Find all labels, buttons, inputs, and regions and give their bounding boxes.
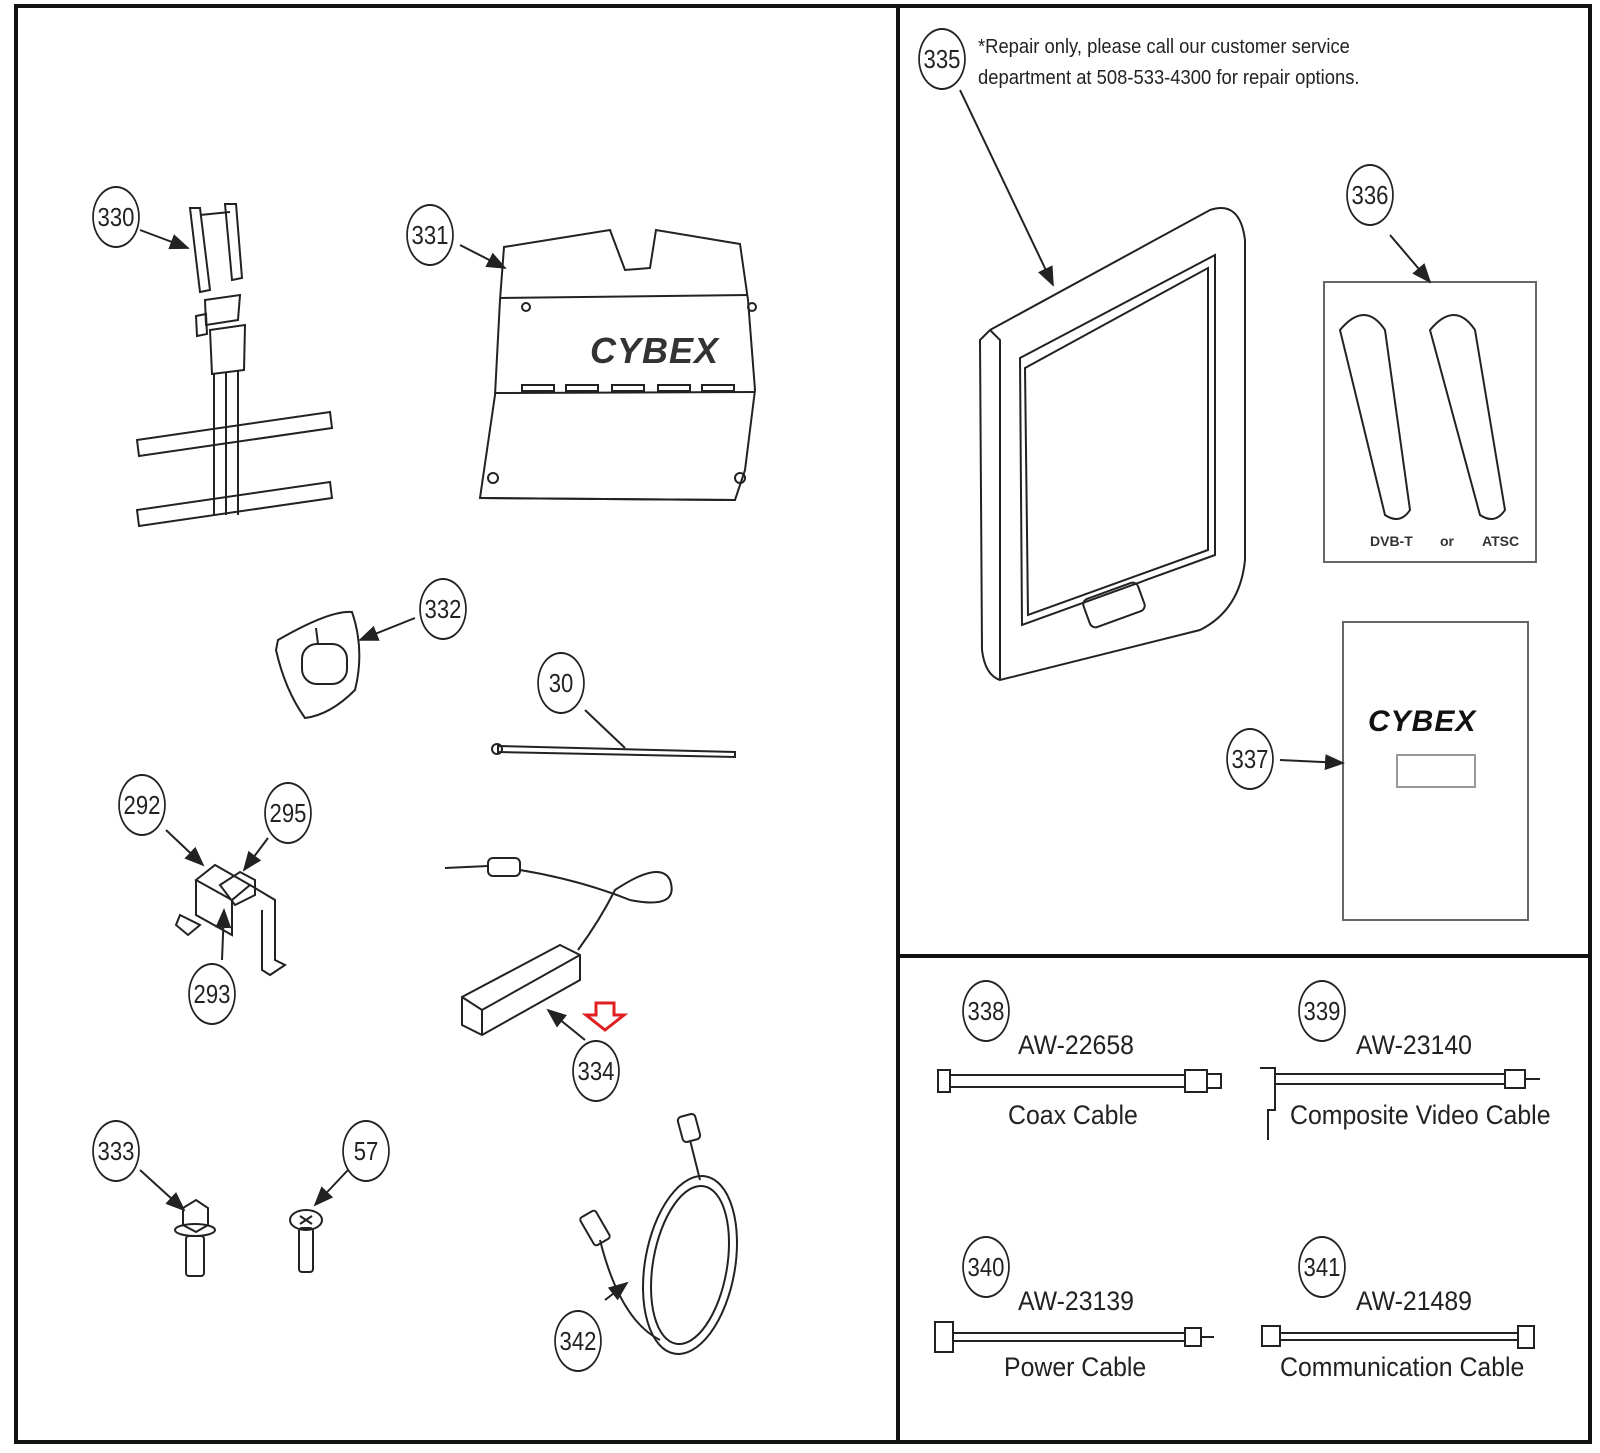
part-number-340: AW-23139 [1018, 1286, 1134, 1316]
callout-338[interactable]: 338 [962, 980, 1010, 1042]
cable-name-340: Power Cable [1004, 1352, 1147, 1382]
tv-mount-bracket-drawing [135, 203, 334, 528]
hex-bolt-drawing [174, 1198, 216, 1277]
repair-note-line-1: *Repair only, please call our customer s… [978, 36, 1350, 58]
power-adapter-drawing [444, 857, 673, 1037]
callout-293[interactable]: 293 [188, 963, 236, 1025]
phillips-screw-drawing [289, 1209, 323, 1273]
highlight-arrow-icon [581, 1001, 629, 1032]
callout-332[interactable]: 332 [419, 578, 467, 640]
power-cord-drawing [579, 1113, 738, 1355]
leader-336 [1389, 234, 1432, 284]
communication-cable-drawing [1261, 1325, 1535, 1349]
leader-342 [604, 1281, 629, 1301]
leader-331 [459, 244, 507, 269]
remote-label-dvbt: DVB-T [1370, 533, 1413, 549]
callout-30[interactable]: 30 [537, 652, 585, 714]
leader-30 [584, 709, 626, 749]
shroud-logo: CYBEX [590, 330, 720, 371]
callout-335[interactable]: 335 [918, 28, 966, 90]
callout-337[interactable]: 337 [1226, 728, 1274, 790]
callout-292[interactable]: 292 [118, 774, 166, 836]
callout-330[interactable]: 330 [92, 186, 140, 248]
leader-57 [313, 1169, 349, 1207]
callout-57[interactable]: 57 [342, 1120, 390, 1182]
leader-337 [1279, 754, 1345, 771]
tv-monitor-drawing [978, 207, 1246, 682]
callout-342[interactable]: 342 [554, 1310, 602, 1372]
callout-295[interactable]: 295 [264, 782, 312, 844]
callout-334[interactable]: 334 [572, 1040, 620, 1102]
power-cable-drawing [934, 1321, 1214, 1353]
manual-logo: CYBEX [1368, 705, 1477, 738]
remote-label-atsc: ATSC [1482, 533, 1520, 549]
cable-grommet-cover-drawing [274, 610, 361, 720]
diagram-frame [14, 4, 1592, 1444]
leader-334 [546, 1008, 586, 1041]
callout-333[interactable]: 333 [92, 1120, 140, 1182]
callout-340[interactable]: 340 [962, 1236, 1010, 1298]
remote-label-or: or [1440, 533, 1454, 549]
leader-293 [215, 908, 232, 961]
panel-divider-horizontal [898, 954, 1592, 958]
leader-292 [165, 829, 205, 867]
composite-video-cable-drawing [1260, 1067, 1540, 1140]
leader-335 [959, 89, 1054, 287]
callout-341[interactable]: 341 [1298, 1236, 1346, 1298]
callout-339[interactable]: 339 [1298, 980, 1346, 1042]
repair-note-line-2: department at 508-533-4300 for repair op… [978, 67, 1360, 89]
callout-331[interactable]: 331 [406, 204, 454, 266]
leader-333 [139, 1169, 186, 1212]
part-number-338: AW-22658 [1018, 1030, 1134, 1060]
cable-tie-drawing [491, 743, 736, 759]
remote-control-box [1323, 281, 1537, 563]
leader-295 [242, 837, 269, 872]
callout-336[interactable]: 336 [1346, 164, 1394, 226]
part-number-341: AW-21489 [1356, 1286, 1472, 1316]
part-number-339: AW-23140 [1356, 1030, 1472, 1060]
leader-330 [139, 229, 190, 250]
console-shroud-drawing [478, 228, 757, 502]
manual-drawing [1342, 621, 1529, 921]
cable-name-341: Communication Cable [1280, 1352, 1525, 1382]
leader-332 [358, 617, 416, 641]
bracket-assembly-drawing [174, 863, 287, 977]
cable-name-338: Coax Cable [1008, 1100, 1138, 1130]
panel-divider-vertical [896, 4, 900, 1444]
cable-name-339: Composite Video Cable [1290, 1100, 1551, 1130]
coax-cable-drawing [937, 1069, 1222, 1093]
